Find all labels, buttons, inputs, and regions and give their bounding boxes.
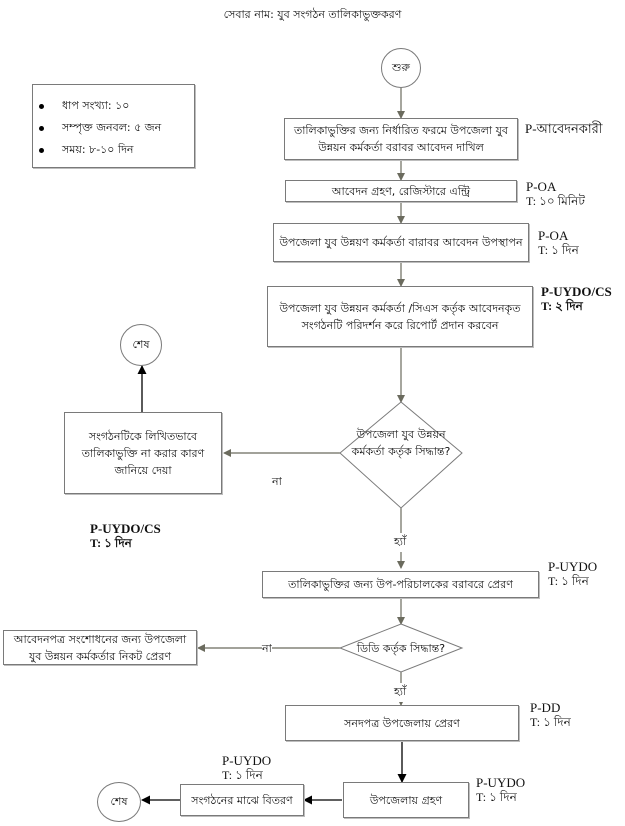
step3-annotation: P-OA T: ১ দিন bbox=[538, 228, 579, 258]
end1-node: শেষ bbox=[120, 324, 162, 366]
bullet-icon bbox=[39, 147, 44, 153]
bullet-icon bbox=[39, 103, 44, 109]
step1-box: তালিকাভুক্তির জন্য নির্ধারিত ফরমে উপজেলা… bbox=[284, 118, 518, 160]
decision1-label: উপজেলা যুব উন্নয়ন কর্মকর্তা কর্তৃক সিদ্… bbox=[351, 428, 451, 458]
reject1-annotation: P-UYDO/CS T: ১ দিন bbox=[90, 521, 161, 551]
step4-box: উপজেলা যুব উন্নয়ন কর্মকর্তা /সিএস কর্তৃ… bbox=[267, 286, 533, 347]
step5-annotation: P-UYDO T: ১ দিন bbox=[548, 559, 598, 589]
step6-annotation: P-DD T: ১ দিন bbox=[530, 700, 571, 730]
step2-annotation: P-OA T: ১০ মিনিট bbox=[526, 179, 585, 209]
service-title: সেবার নাম: যুব সংগঠন তালিকাভুক্তকরণ bbox=[223, 8, 402, 21]
reject1-box: সংগঠনটিকে লিখিতভাবে তালিকাভুক্তি না করার… bbox=[64, 412, 222, 494]
step8-annotation: P-UYDO T: ১ দিন bbox=[222, 753, 272, 783]
step3-box: উপজেলা যুব উন্নয়ণ কর্মকর্তা বারাবর আবেদ… bbox=[273, 223, 529, 262]
step6-box: সনদপত্র উপজেলায় প্রেরণ bbox=[285, 705, 519, 741]
step2-box: আবেদন গ্রহণ, রেজিস্টারে এন্ট্রি bbox=[285, 180, 517, 202]
summary-item-steps: ধাপ সংখ্যা: ১০ bbox=[39, 95, 194, 117]
summary-item-manpower: সম্পৃক্ত জনবল: ৫ জন bbox=[39, 117, 194, 139]
decision1-diamond bbox=[339, 401, 463, 509]
bullet-icon bbox=[39, 125, 44, 131]
summary-item-time: সময়: ৮-১০ দিন bbox=[39, 139, 194, 161]
decision2-yes-label: হ্যাঁ bbox=[394, 683, 407, 702]
start-node: শুরু bbox=[381, 48, 421, 88]
decision2-label: ডিডি কর্তৃক সিদ্ধান্ত? bbox=[356, 642, 446, 655]
step8-box: সংগঠনের মাঝে বিতরণ bbox=[180, 784, 304, 816]
decision2-no-label: না bbox=[262, 640, 272, 659]
step7-annotation: P-UYDO T: ১ দিন bbox=[476, 775, 526, 805]
step1-annotation: P-আবেদনকারী bbox=[525, 121, 603, 136]
step5-box: তালিকাভুক্তির জন্য উপ-পরিচালকের বরাবরে প… bbox=[262, 571, 539, 598]
reject2-box: আবেদনপত্র সংশোধনের জন্য উপজেলা যুব উন্নয… bbox=[3, 630, 197, 665]
summary-box: ধাপ সংখ্যা: ১০ সম্পৃক্ত জনবল: ৫ জন সময়:… bbox=[32, 84, 195, 168]
end2-node: শেষ bbox=[97, 782, 141, 822]
step4-annotation: P-UYDO/CS T: ২ দিন bbox=[541, 284, 612, 314]
decision1-no-label: না bbox=[272, 473, 282, 492]
decision1-yes-label: হ্যাঁ bbox=[394, 533, 407, 552]
step7-box: উপজেলায় গ্রহণ bbox=[343, 782, 469, 818]
decision2-diamond bbox=[338, 623, 464, 673]
